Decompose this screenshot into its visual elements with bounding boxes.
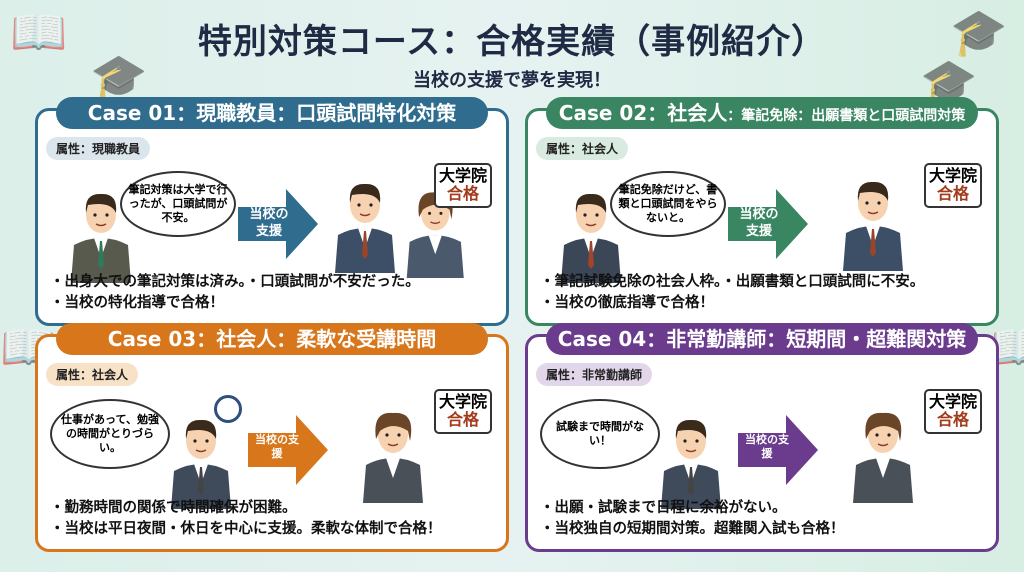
bullet-item: ・当校独自の短期間対策。超難関入試も合格！	[540, 521, 845, 538]
support-label: 当校の支援	[739, 207, 779, 239]
bullet-item: ・当校は平日夜間・休日を中心に支援。柔軟な体制で合格！	[50, 521, 442, 538]
case-card-4: Case 04：非常勤講師：短期間・超難関対策 属性：非常勤講師 試験まで時間が…	[525, 323, 999, 552]
arrow-icon	[238, 189, 318, 259]
woman-illustration	[363, 412, 423, 503]
result-badge: 大学院合格	[924, 163, 982, 208]
man-illustration	[661, 419, 721, 509]
case-heading: Case 04：非常勤講師：短期間・超難関対策	[546, 323, 978, 355]
arrow-icon	[248, 415, 328, 485]
result-line1: 大学院	[928, 392, 977, 411]
case-heading: Case 02：社会人：筆記免除：出願書類と口頭試問対策	[546, 97, 978, 129]
man-illustration	[561, 193, 621, 283]
attribute-badge: 属性：現職教員	[46, 137, 151, 160]
case-heading-text: Case 04：非常勤講師：短期間・超難関対策	[557, 327, 967, 351]
result-line2: 合格	[446, 184, 479, 204]
bullet-item: ・当校の特化指導で合格！	[50, 295, 224, 312]
attribute-badge: 属性：社会人	[536, 137, 629, 160]
graduation-cap-icon: 🎓	[90, 50, 148, 104]
page-title: 特別対策コース：合格実績（事例紹介）	[197, 22, 827, 62]
result-line1: 大学院	[928, 166, 977, 185]
bullet-item: ・出願・試験まで日程に余裕がない。	[540, 499, 787, 516]
attribute-badge: 属性：非常勤講師	[536, 363, 653, 386]
thought-bubble: 仕事があって、勉強の時間がとりづらい。	[50, 399, 170, 469]
thought-bubble: 筆記免除だけど、書類と口頭試問をやらないと。	[610, 171, 726, 237]
support-label: 当校の支援	[745, 433, 789, 461]
result-line1: 大学院	[438, 392, 487, 411]
thought-bubble: 試験まで時間がない！	[540, 399, 660, 469]
arrow-icon	[738, 415, 818, 485]
result-badge: 大学院合格	[434, 389, 492, 434]
woman-illustration	[853, 412, 913, 503]
attribute-badge: 属性：社会人	[46, 363, 139, 386]
result-line1: 大学院	[438, 166, 487, 185]
support-label: 当校の支援	[249, 207, 289, 239]
case-heading-subtext: ：筆記免除：出願書類と口頭試問対策	[727, 108, 966, 124]
bullet-list: ・出身大での筆記対策は済み。・口頭試問が不安だった。 ・当校の特化指導で合格！	[50, 272, 500, 316]
result-line2: 合格	[446, 410, 479, 430]
case-heading-text: Case 02：社会人	[558, 101, 728, 125]
case-card-1: Case 01：現職教員：口頭試問特化対策 属性：現職教員 筆記対策は大学で行っ…	[35, 97, 509, 326]
bullet-list: ・筆記試験免除の社会人枠。・出願書類と口頭試問に不安。 ・当校の徹底指導で合格！	[540, 272, 990, 316]
case-heading: Case 03：社会人：柔軟な受講時間	[56, 323, 488, 355]
arrow-icon	[728, 189, 808, 259]
thought-bubble: 筆記対策は大学で行ったが、口頭試問が不安。	[120, 171, 236, 237]
result-line2: 合格	[936, 410, 969, 430]
man-illustration	[71, 193, 131, 283]
clock-icon	[214, 395, 242, 423]
man-illustration	[335, 183, 395, 273]
case-card-2: Case 02：社会人：筆記免除：出願書類と口頭試問対策 属性：社会人 筆記免除…	[525, 97, 999, 326]
case-card-3: Case 03：社会人：柔軟な受講時間 属性：社会人 仕事があって、勉強の時間が…	[35, 323, 509, 552]
book-icon: 📖	[10, 5, 68, 59]
bullet-list: ・出願・試験まで日程に余裕がない。 ・当校独自の短期間対策。超難関入試も合格！	[540, 498, 990, 542]
man-illustration	[843, 181, 903, 271]
bullet-item: ・出身大での筆記対策は済み。・口頭試問が不安だった。	[50, 273, 420, 290]
man-illustration	[171, 419, 231, 509]
bullet-list: ・勤務時間の関係で時間確保が困難。 ・当校は平日夜間・休日を中心に支援。柔軟な体…	[50, 498, 500, 542]
case-heading-text: Case 01：現職教員：口頭試問特化対策	[87, 101, 457, 125]
case-heading-text: Case 03：社会人：柔軟な受講時間	[107, 327, 437, 351]
graduation-cap-icon: 🎓	[950, 5, 1008, 59]
result-badge: 大学院合格	[434, 163, 492, 208]
bullet-item: ・筆記試験免除の社会人枠。・出願書類と口頭試問に不安。	[540, 273, 925, 290]
bullet-item: ・勤務時間の関係で時間確保が困難。	[50, 499, 297, 516]
case-heading: Case 01：現職教員：口頭試問特化対策	[56, 97, 488, 129]
support-label: 当校の支援	[255, 433, 299, 461]
bullet-item: ・当校の徹底指導で合格！	[540, 295, 714, 312]
page-subtitle: 当校の支援で夢を実現！	[413, 70, 611, 91]
result-line2: 合格	[936, 184, 969, 204]
result-badge: 大学院合格	[924, 389, 982, 434]
